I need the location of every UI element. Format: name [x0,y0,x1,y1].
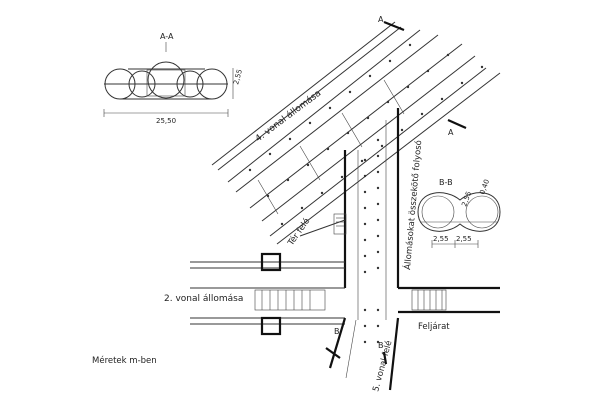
tunnel-column-dots [363,138,380,344]
line2-station-tracks [190,252,345,336]
line5-passage [328,317,400,391]
section-bb-r1: 2,55 [460,190,473,207]
units-note: Méretek m-ben [92,355,157,366]
section-mark-a-top: A [378,15,405,32]
section-mark-a-bottom: A [447,118,467,137]
section-aa-width: 25,50 [156,117,176,125]
section-bb-w2: 2,55 [456,235,472,243]
ter-fele-passage [299,213,347,237]
section-aa-tunnels [104,61,228,100]
section-bb-r2: 0,40 [478,178,491,195]
section-aa-depth: 2,55 [232,68,244,85]
connecting-tunnel [343,108,400,344]
line2-station-label: 2. vonal állomása [164,294,243,304]
line4-station-platforms [211,21,501,245]
section-mark-b-right: B [378,341,388,365]
section-a-a: A-A 25,50 2,55 [103,32,244,125]
section-bb-title: B-B [439,178,453,187]
svg-text:B: B [378,341,384,350]
section-b-b: B-B 2,55 2,55 2,55 0,40 [417,178,501,248]
line4-station-label: 4. vonal állomása [254,89,323,145]
svg-text:A: A [448,128,454,137]
feljarat-label: Feljárat [418,322,450,332]
svg-text:A: A [378,15,384,24]
section-mark-b-left: B [325,327,341,359]
section-bb-w1: 2,55 [433,235,449,243]
svg-text:B: B [334,327,340,336]
feljarat-exit [398,286,500,314]
section-aa-title: A-A [160,32,174,41]
connecting-tunnel-label: Állomásokat összekötő folyosó [401,140,424,271]
line4-column-dots [248,43,484,226]
